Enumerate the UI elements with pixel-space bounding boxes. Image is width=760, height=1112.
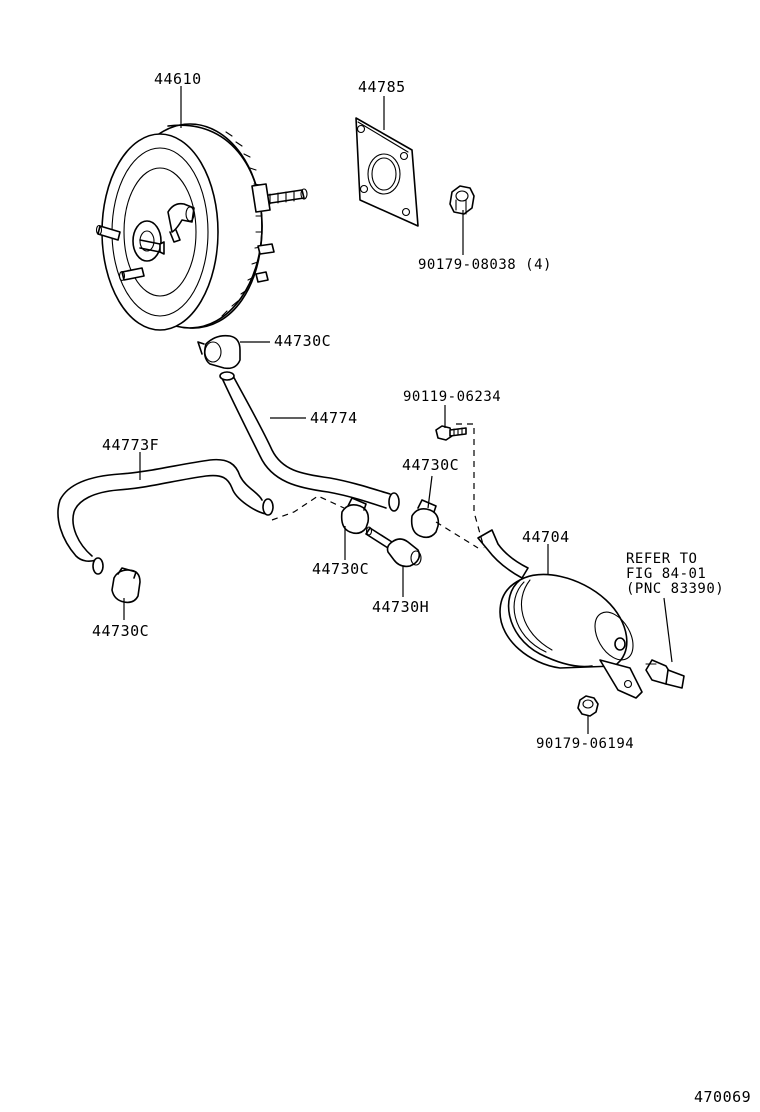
label-bolt: 90119-06234 (403, 389, 502, 405)
brake-booster (95, 123, 308, 331)
label-hose-upper: 44774 (310, 409, 358, 427)
refer-note-line-1: REFER TO (626, 551, 698, 567)
clamp-top (197, 334, 241, 370)
label-tank: 44704 (522, 528, 570, 546)
clamp-left (111, 567, 141, 604)
bolt (435, 425, 467, 441)
refer-note-line-3: (PNC 83390) (626, 581, 725, 597)
figure-number: 470069 (694, 1088, 752, 1106)
label-tank-nut: 90179-06194 (536, 736, 635, 752)
hose-upper (219, 371, 400, 512)
label-hose-lower: 44773F (102, 436, 160, 454)
label-gasket-nut: 90179-08038 (4) (418, 257, 552, 273)
gasket (355, 117, 419, 227)
check-valve (365, 526, 422, 568)
vacuum-tank (477, 529, 685, 717)
label-clamp-left: 44730C (92, 622, 150, 640)
label-clamp-right: 44730C (402, 456, 460, 474)
label-check-valve: 44730H (372, 598, 430, 616)
clamp-right (410, 499, 440, 539)
hose-lower (57, 458, 274, 575)
leader-lines (123, 86, 673, 734)
assembly-lines (271, 423, 485, 549)
label-clamp-top: 44730C (274, 332, 332, 350)
label-booster: 44610 (154, 70, 202, 88)
refer-note-line-2: FIG 84-01 (626, 566, 707, 582)
clamp-mid (340, 497, 370, 535)
gasket-nut (449, 185, 475, 215)
label-clamp-mid: 44730C (312, 560, 370, 578)
label-gasket: 44785 (358, 78, 406, 96)
